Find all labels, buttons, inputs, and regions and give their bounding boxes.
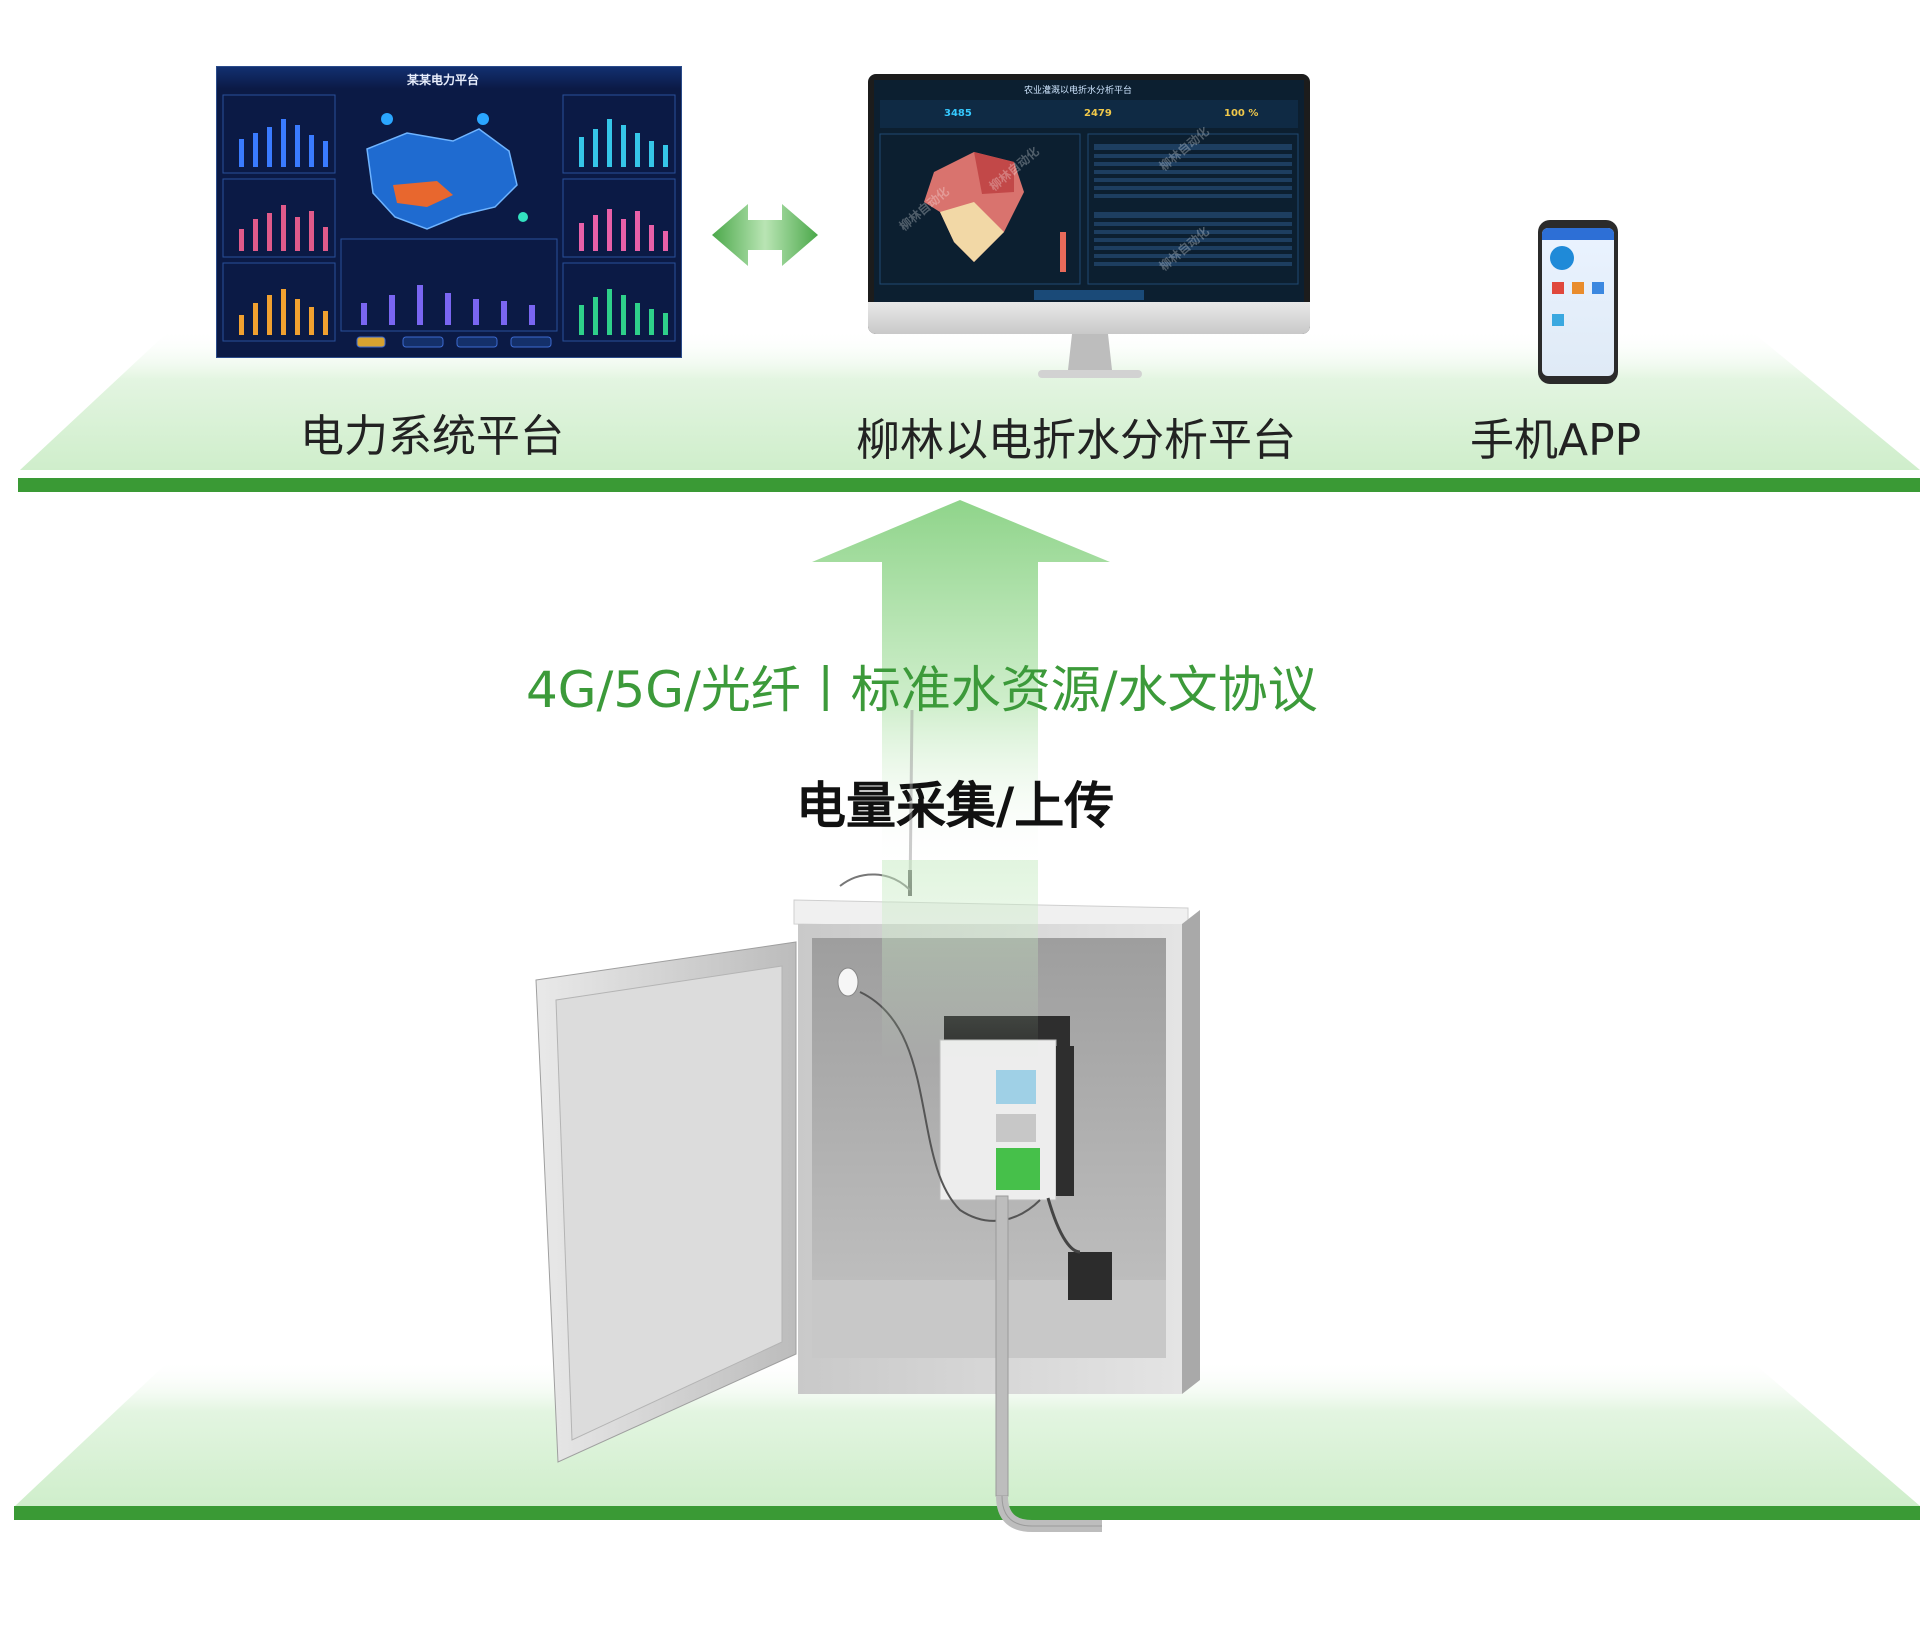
water-dashboard-title: 农业灌溉以电折水分析平台	[1024, 86, 1133, 96]
stat-value-2: 2479	[1084, 108, 1112, 119]
upper-layer-edge	[18, 478, 1920, 492]
arrow-glow	[882, 860, 1038, 1060]
stat-value-3: 100 %	[1224, 108, 1259, 119]
stat-value-1: 3485	[944, 108, 972, 119]
sync-double-arrow	[712, 204, 818, 266]
monitor-chin	[868, 302, 1310, 334]
power-platform-label: 电力系统平台	[300, 411, 564, 462]
monitor-stand	[1038, 334, 1142, 378]
collection-upload-text: 电量采集/上传	[796, 777, 1115, 835]
electrical-cabinet	[535, 899, 1200, 1532]
power-dashboard-charts	[222, 94, 676, 348]
app-label: 手机APP	[1470, 415, 1642, 466]
water-dashboard-content	[879, 133, 1299, 300]
mobile-phone	[1538, 220, 1618, 384]
water-platform-label: 柳林以电折水分析平台	[856, 415, 1296, 466]
protocol-text: 4G/5G/光纤丨标准水资源/水文协议	[526, 661, 1318, 719]
power-dashboard: 某某电力平台	[216, 66, 682, 358]
power-dashboard-title: 某某电力平台	[407, 73, 480, 87]
upload-arrow	[812, 500, 1110, 870]
mobile-phone-screen	[1542, 228, 1614, 376]
water-monitor-screen: 农业灌溉以电折水分析平台 3485 2479 100 % 柳林自动化	[874, 80, 1304, 302]
water-monitor: 农业灌溉以电折水分析平台 3485 2479 100 % 柳林自动化	[868, 74, 1310, 334]
lower-layer-edge	[14, 1506, 1920, 1520]
